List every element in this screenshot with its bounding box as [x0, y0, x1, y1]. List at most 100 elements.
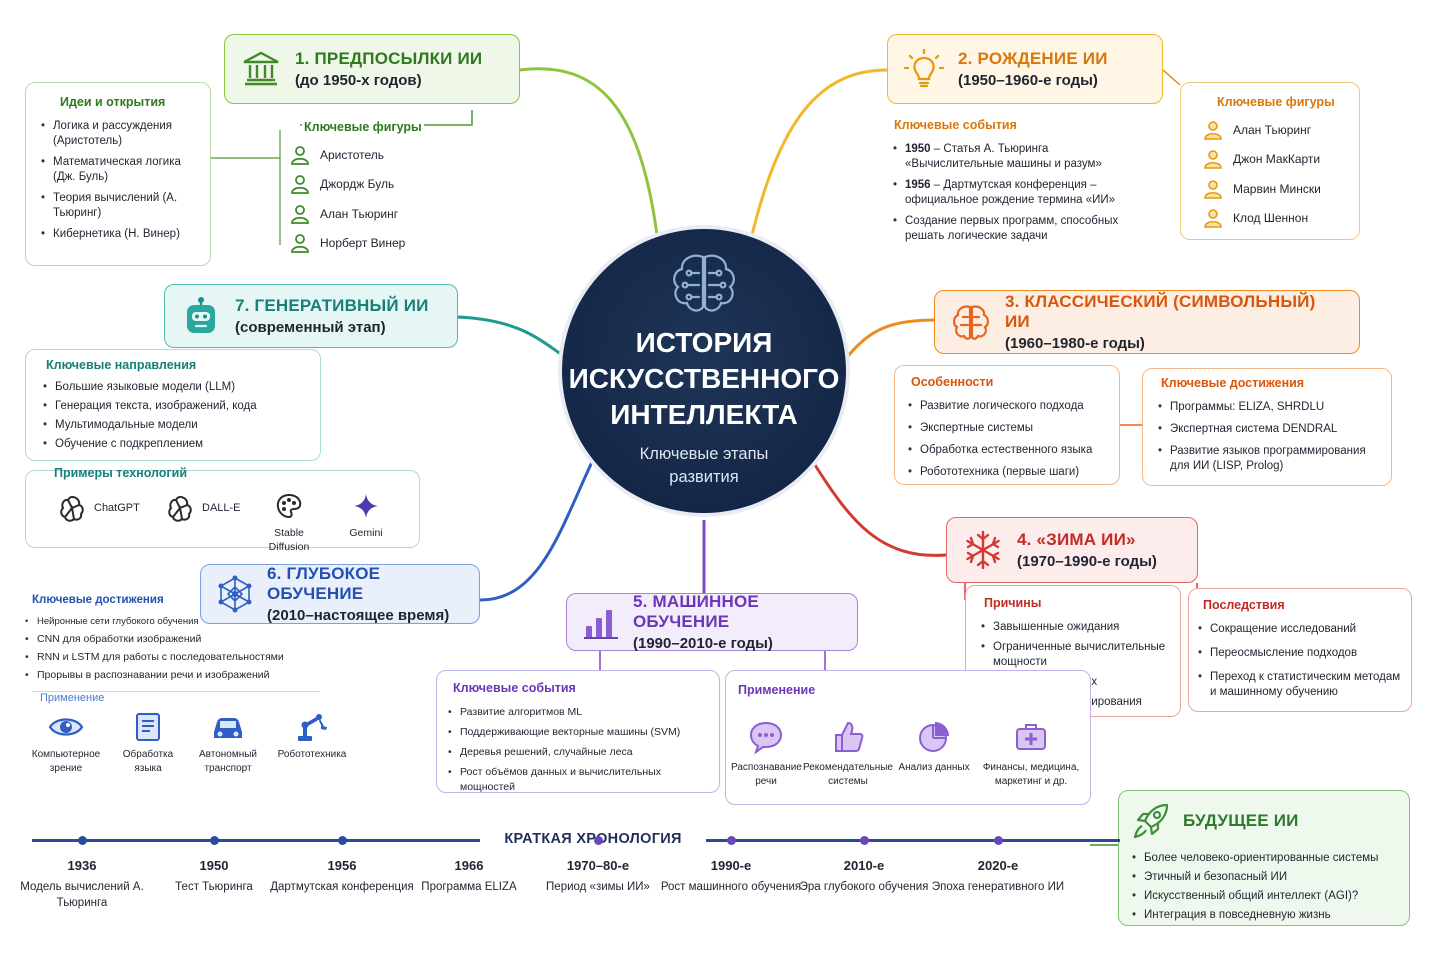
section-2-title: 2. РОЖДЕНИЕ ИИ: [958, 49, 1108, 68]
timeline-description: Рост машинного обучения: [660, 881, 802, 893]
timeline-year: 1970–80-е: [566, 858, 630, 873]
app-autonomous-transport: Автономный транспорт: [180, 712, 276, 776]
lightbulb-icon: [903, 48, 945, 88]
list-item: Мультимодальные модели: [42, 418, 312, 433]
section-6-achievements-heading: Ключевые достижения: [32, 594, 164, 606]
person-item: Алан Тьюринг: [1203, 115, 1349, 145]
section-6-title: 6. ГЛУБОКОЕ ОБУЧЕНИЕ: [267, 564, 381, 603]
timeline-description: Программа ELIZA: [421, 881, 517, 893]
timeline-title: КРАТКАЯ ХРОНОЛОГИЯ: [504, 831, 682, 847]
list-item: Рост объёмов данных и вычислительных мощ…: [447, 765, 711, 795]
person-item: Джордж Буль: [290, 170, 470, 200]
section-7-title-card: 7. ГЕНЕРАТИВНЫЙ ИИ (современный этап): [164, 284, 458, 348]
palette-icon: [276, 493, 302, 519]
list-item: Развитие логического подхода: [907, 399, 1109, 414]
section-2-title-card: 2. РОЖДЕНИЕ ИИ (1950–1960-е годы): [887, 34, 1163, 104]
timeline-year: 1936: [67, 858, 97, 873]
app-recommender-systems: Рекомендательные системы: [800, 719, 896, 789]
timeline-year: 2010-е: [843, 858, 885, 873]
section-5-events-card: Ключевые события Развитие алгоритмов ML …: [436, 670, 720, 793]
app-computer-vision: Компьютерное зрение: [18, 712, 114, 776]
list-item: Ограниченные вычислительные мощности: [980, 640, 1172, 670]
list-item: Переосмысление подходов: [1197, 646, 1403, 661]
app-label: Робототехника: [277, 749, 347, 760]
section-7-directions-card: Ключевые направления Большие языковые мо…: [25, 349, 321, 461]
section-2-events: Ключевые события 1950 – Статья А. Тьюрин…: [880, 118, 1140, 244]
tech-label: DALL-E: [202, 502, 241, 514]
app-label: Автономный транспорт: [198, 749, 258, 774]
person-item: Джон МакКарти: [1203, 145, 1349, 175]
event-text: Создание первых программ, способных реша…: [905, 215, 1119, 242]
app-language-processing: Обработка языка: [100, 712, 196, 776]
app-label: Распознавание речи: [731, 762, 802, 787]
person-icon: [291, 234, 309, 254]
timeline-description: Тест Тьюринга: [175, 881, 253, 893]
timeline-year: 1990-е: [710, 858, 752, 873]
section-3-period: (1960–1980-е годы): [1005, 335, 1145, 352]
section-4-title: 4. «ЗИМА ИИ»: [1017, 530, 1136, 549]
app-label: Финансы, медицина, маркетинг и др.: [982, 762, 1080, 787]
tech-label: ChatGPT: [94, 502, 140, 514]
thumbs-up-icon: [835, 721, 864, 752]
section-4-consequences-heading: Последствия: [1203, 598, 1285, 612]
section-6-achievements: Ключевые достижения Нейронные сети глубо…: [25, 594, 322, 704]
list-item: 1956 – Дартмутская конференция – официал…: [892, 178, 1140, 208]
section-2-events-heading: Ключевые события: [894, 118, 1017, 132]
brain-icon: [953, 305, 989, 340]
person-name: Аристотель: [320, 147, 385, 162]
robot-arm-icon: [298, 714, 327, 741]
brain-circuit-icon: [673, 254, 735, 312]
car-icon: [214, 718, 242, 738]
list-item: Искусственный общий интеллект (AGI)?: [1131, 889, 1397, 904]
tech-dalle: DALL-E: [166, 494, 241, 522]
person-name: Алан Тьюринг: [320, 206, 399, 221]
center-title-line: ИСКУССТВЕННОГО: [568, 363, 840, 394]
tech-label: Gemini: [349, 527, 383, 539]
app-label: Анализ данных: [898, 762, 970, 773]
tech-stable-diffusion: Stable Diffusion: [242, 492, 336, 554]
chat-bubble-icon: [749, 721, 783, 755]
person-icon: [1204, 150, 1222, 170]
section-7-title: 7. ГЕНЕРАТИВНЫЙ ИИ: [235, 296, 429, 315]
list-item: Программы: ELIZA, SHRDLU: [1157, 400, 1381, 415]
gemini-sparkle-icon: [354, 494, 378, 518]
list-item: 1950 – Статья А. Тьюринга «Вычислительны…: [892, 142, 1140, 172]
section-6-applications-heading: Применение: [40, 692, 105, 704]
list-item: Экспертные системы: [907, 421, 1109, 436]
person-item: Норберт Винер: [290, 229, 470, 259]
timeline-line: [32, 839, 480, 842]
section-5-title: 5. МАШИННОЕ ОБУЧЕНИЕ: [633, 592, 759, 631]
list-item: Теория вычислений (А. Тьюринг): [40, 191, 196, 221]
list-item: Нейронные сети глубокого обучения: [24, 614, 322, 629]
timeline-dot: [726, 836, 736, 845]
center-title-line: ИСТОРИЯ: [635, 327, 773, 358]
neural-network-icon: [218, 575, 252, 613]
list-item: CNN для обработки изображений: [24, 632, 322, 647]
event-year: 1950: [905, 143, 931, 155]
timeline-dot: [859, 836, 869, 845]
center-subtitle-line: Ключевые этапы: [639, 445, 769, 463]
timeline-year: 1950: [199, 858, 229, 873]
list-item: RNN и LSTM для работы с последовательнос…: [24, 650, 322, 665]
list-item: Большие языковые модели (LLM): [42, 380, 312, 395]
app-robotics: Робототехника: [264, 712, 360, 762]
list-item: Робототехника (первые шаги): [907, 465, 1109, 480]
list-item: Развитие алгоритмов ML: [447, 705, 711, 720]
section-1-figures: Ключевые фигуры Аристотель Джордж Буль А…: [290, 118, 470, 258]
timeline-description: Период «зимы ИИ»: [546, 881, 650, 893]
central-topic: ИСТОРИЯ ИСКУССТВЕННОГО ИНТЕЛЛЕКТА Ключев…: [562, 229, 846, 513]
section-7-directions-heading: Ключевые направления: [46, 358, 197, 372]
rocket-icon: [1133, 803, 1169, 839]
section-5-title-card: 5. МАШИННОЕ ОБУЧЕНИЕ (1990–2010-е годы): [566, 592, 858, 652]
app-speech-recognition: Распознавание речи: [718, 719, 814, 789]
section-3-features-heading: Особенности: [911, 375, 994, 389]
future-card: БУДУЩЕЕ ИИ Более человеко-ориентированны…: [1118, 790, 1410, 926]
list-item: Экспертная система DENDRAL: [1157, 422, 1381, 437]
list-item: Интеграция в повседневную жизнь: [1131, 908, 1397, 923]
section-3-title: 3. КЛАССИЧЕСКИЙ (СИМВОЛЬНЫЙ) ИИ: [1005, 292, 1316, 331]
person-item: Аристотель: [290, 140, 470, 170]
section-4-period: (1970–1990-е годы): [1017, 553, 1157, 570]
medical-case-icon: [1016, 724, 1046, 750]
person-icon: [291, 204, 309, 224]
section-3-achievements-heading: Ключевые достижения: [1161, 376, 1305, 390]
